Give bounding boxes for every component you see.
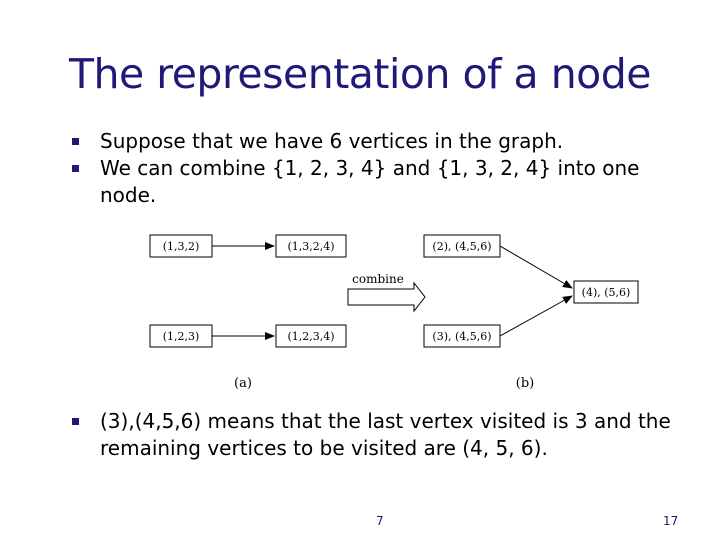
bullet-item: Suppose that we have 6 vertices in the g… (72, 128, 692, 155)
square-bullet-icon (72, 165, 79, 172)
square-bullet-icon (72, 138, 79, 145)
node-label: (3), (4,5,6) (432, 330, 491, 343)
part-b-caption: (b) (516, 376, 534, 391)
bullet-text: (3),(4,5,6) means that the last vertex v… (100, 409, 671, 460)
arrow (499, 295, 573, 337)
bullet-text: Suppose that we have 6 vertices in the g… (100, 129, 564, 153)
square-bullet-icon (72, 418, 79, 425)
slide-title: The representation of a node (68, 50, 652, 98)
arrow (499, 245, 573, 289)
node-box (275, 324, 347, 348)
diagram-part-a: (1,3,2) (1,3,2,4) (1,2,3) (1,2,3,4) (a) (149, 234, 347, 391)
node-box (275, 234, 347, 258)
diagram-part-b: (2), (4,5,6) (3), (4,5,6) (4), (5,6) (b) (423, 234, 639, 391)
hollow-arrow-icon (347, 281, 426, 313)
bullet-text: We can combine {1, 2, 3, 4} and {1, 3, 2… (100, 156, 640, 207)
combine-arrow: combine (347, 272, 426, 313)
footer-center-number: 7 (376, 514, 384, 528)
node-label: (1,2,3,4) (287, 330, 334, 343)
bullet-item: We can combine {1, 2, 3, 4} and {1, 3, 2… (72, 155, 692, 209)
part-a-caption: (a) (234, 376, 252, 391)
slide-number: 17 (663, 514, 679, 528)
node-box (573, 280, 639, 304)
node-label: (4), (5,6) (582, 286, 631, 299)
node-label: (1,3,2) (163, 240, 200, 253)
node-label: (1,2,3) (163, 330, 200, 343)
node-label: (2), (4,5,6) (432, 240, 491, 253)
node-label: (1,3,2,4) (287, 240, 334, 253)
node-combine-diagram: (1,3,2) (1,3,2,4) (1,2,3) (1,2,3,4) (a) … (149, 234, 639, 391)
bullet-item: (3),(4,5,6) means that the last vertex v… (72, 408, 692, 462)
bullet-list-bottom: (3),(4,5,6) means that the last vertex v… (72, 408, 692, 462)
combine-label: combine (352, 272, 404, 286)
bullet-list-top: Suppose that we have 6 vertices in the g… (72, 128, 692, 209)
